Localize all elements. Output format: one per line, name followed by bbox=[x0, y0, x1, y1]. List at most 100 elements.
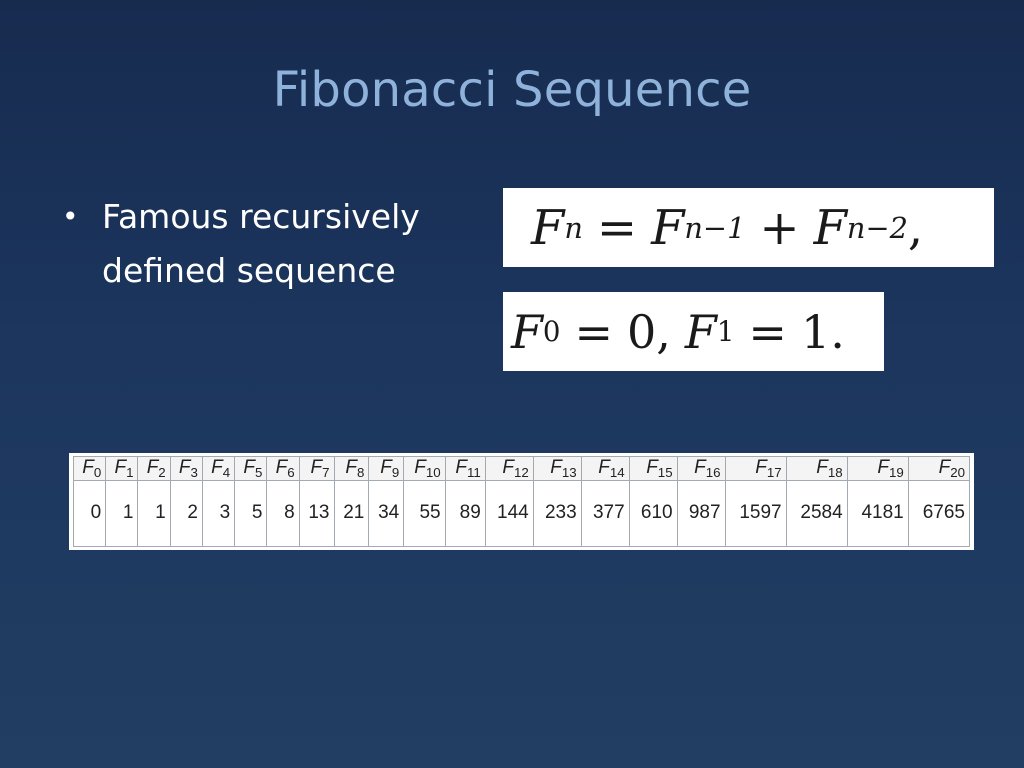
table-header-index: 2 bbox=[158, 464, 166, 480]
bullet-text: Famous recursively defined sequence bbox=[102, 197, 420, 290]
table-header-cell: F5 bbox=[234, 456, 268, 481]
table-header-cell: F3 bbox=[169, 456, 203, 481]
table-cell: 5 bbox=[234, 479, 268, 548]
table-header-symbol: F bbox=[755, 457, 767, 478]
table-cell: 1597 bbox=[724, 479, 787, 548]
table-header-cell: F7 bbox=[298, 456, 335, 481]
table-cell: 377 bbox=[580, 479, 630, 548]
table-header-cell: F4 bbox=[201, 456, 236, 481]
table-header-index: 7 bbox=[322, 464, 330, 480]
table-header-index: 10 bbox=[425, 464, 441, 480]
table-header-symbol: F bbox=[414, 457, 426, 478]
table-cell: 610 bbox=[628, 479, 678, 548]
table-cell: 6765 bbox=[907, 479, 971, 548]
table-header-symbol: F bbox=[114, 457, 127, 478]
table-header-index: 17 bbox=[766, 464, 782, 480]
formula-equals: = bbox=[596, 199, 638, 256]
table-header-symbol: F bbox=[275, 457, 288, 478]
formula-symbol: F bbox=[531, 199, 565, 256]
table-header-index: 16 bbox=[705, 464, 721, 480]
table-header-symbol: F bbox=[550, 457, 562, 478]
table-header-index: 8 bbox=[356, 464, 365, 480]
table-header-symbol: F bbox=[211, 457, 223, 478]
table-cell: 1 bbox=[137, 479, 171, 548]
table-cell: 3 bbox=[201, 479, 236, 548]
formula-subscript: n−1 bbox=[684, 210, 746, 245]
table-header-symbol: F bbox=[178, 457, 191, 478]
table-header-index: 6 bbox=[287, 464, 295, 480]
table-header-cell: F6 bbox=[266, 456, 300, 481]
table-header-symbol: F bbox=[938, 457, 951, 478]
table-header-cell: F9 bbox=[368, 456, 405, 481]
table-header-cell: F2 bbox=[137, 456, 171, 481]
table-header-cell: F10 bbox=[403, 456, 446, 481]
table-header-cell: F14 bbox=[580, 456, 630, 481]
table-header-cell: F19 bbox=[846, 456, 909, 481]
table-header-symbol: F bbox=[598, 457, 610, 478]
bullet-item: • Famous recursively defined sequence bbox=[60, 190, 480, 298]
table-header-index: 13 bbox=[561, 464, 577, 480]
table-header-index: 19 bbox=[888, 464, 904, 480]
formula-symbol: F bbox=[684, 304, 717, 359]
table-header-cell: F17 bbox=[724, 456, 787, 481]
table-header-index: 9 bbox=[391, 464, 400, 480]
formula-subscript: n bbox=[564, 210, 583, 245]
table-header-symbol: F bbox=[243, 457, 255, 478]
formula-value: 1. bbox=[800, 304, 845, 359]
table-header-cell: F18 bbox=[785, 456, 848, 481]
table-header-index: 20 bbox=[950, 464, 965, 480]
formula-symbol: F bbox=[651, 199, 685, 256]
table-header-cell: F16 bbox=[676, 456, 726, 481]
table-header-index: 12 bbox=[513, 464, 529, 480]
table-header-cell: F13 bbox=[532, 456, 582, 481]
formula-trail: , bbox=[907, 199, 924, 256]
table-header-symbol: F bbox=[146, 457, 159, 478]
table-header-index: 15 bbox=[657, 464, 673, 480]
table-header-symbol: F bbox=[455, 457, 467, 478]
table-header-symbol: F bbox=[310, 457, 323, 478]
table-cell: 233 bbox=[532, 479, 582, 548]
formula-value: 0, bbox=[627, 304, 671, 359]
formula-symbol: F bbox=[813, 199, 847, 256]
table-header-index: 18 bbox=[827, 464, 843, 480]
table-header-cell: F15 bbox=[628, 456, 678, 481]
formula-subscript: 1 bbox=[716, 315, 735, 348]
table-cell: 2584 bbox=[785, 479, 848, 548]
formula-subscript: n−2 bbox=[846, 210, 908, 245]
table-header-index: 5 bbox=[255, 464, 263, 480]
table-cell: 987 bbox=[676, 479, 726, 548]
table-header-index: 0 bbox=[93, 464, 102, 480]
table-header-cell: F20 bbox=[907, 456, 971, 481]
table-header-symbol: F bbox=[345, 457, 357, 478]
table-header-symbol: F bbox=[646, 457, 658, 478]
table-cell: 89 bbox=[444, 479, 486, 548]
formula-plus: + bbox=[759, 199, 800, 256]
table-cell: 2 bbox=[169, 479, 203, 548]
table-cell: 34 bbox=[368, 479, 405, 548]
table-header-cell: F11 bbox=[444, 456, 486, 481]
table-header-cell: F0 bbox=[72, 456, 107, 481]
formula-symbol: F bbox=[511, 304, 543, 359]
table-cell: 4181 bbox=[846, 479, 909, 548]
formula-subscript: 0 bbox=[542, 315, 561, 348]
table-cell: 13 bbox=[298, 479, 335, 548]
table-header-cell: F8 bbox=[333, 456, 370, 481]
table-header-cell: F1 bbox=[105, 456, 139, 481]
table-header-index: 3 bbox=[190, 464, 198, 480]
slide-title: Fibonacci Sequence bbox=[272, 62, 752, 118]
table-header-index: 4 bbox=[222, 464, 231, 480]
table-header-symbol: F bbox=[816, 457, 828, 478]
table-header-index: 11 bbox=[466, 464, 481, 480]
table-cell: 8 bbox=[266, 479, 300, 548]
table-header-symbol: F bbox=[82, 457, 94, 478]
table-header-symbol: F bbox=[877, 457, 889, 478]
table-cell: 55 bbox=[403, 479, 446, 548]
table-header-symbol: F bbox=[380, 457, 392, 478]
table-header-cell: F12 bbox=[484, 456, 534, 481]
table-header-index: 1 bbox=[126, 464, 134, 480]
formula-equals: = bbox=[574, 304, 614, 359]
